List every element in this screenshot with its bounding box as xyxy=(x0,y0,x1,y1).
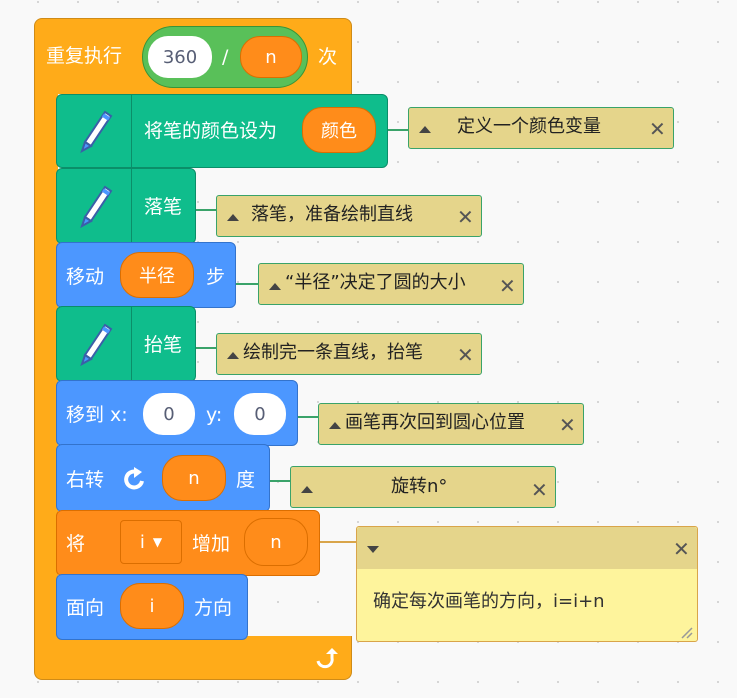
comment-text: 旋转n° xyxy=(391,476,448,497)
turn-n-reporter[interactable]: n xyxy=(162,455,226,501)
division-sign: / xyxy=(222,46,229,68)
variable-name: i xyxy=(139,531,145,553)
point-suffix: 方向 xyxy=(194,597,233,619)
close-icon[interactable]: ✕ xyxy=(559,413,576,437)
comment-pen-down[interactable]: 落笔，准备绘制直线 ✕ xyxy=(216,195,482,237)
comment-connector xyxy=(196,209,216,211)
close-icon[interactable]: ✕ xyxy=(673,537,690,561)
rotate-right-icon xyxy=(120,465,150,495)
comment-radius[interactable]: “半径”决定了圆的大小 ✕ xyxy=(258,263,524,305)
goto-label: 移到 x: xyxy=(66,404,128,426)
direction-i-reporter[interactable]: i xyxy=(120,583,184,629)
comment-text: 绘制完一条直线，抬笔 xyxy=(243,342,423,363)
comment-connector xyxy=(196,347,216,349)
turn-suffix: 度 xyxy=(236,469,256,491)
chevron-down-icon: ▼ xyxy=(152,535,163,549)
close-icon[interactable]: ✕ xyxy=(457,205,474,229)
comment-text: 确定每次画笔的方向，i=i+n xyxy=(373,591,605,612)
change-label: 将 xyxy=(66,533,86,555)
pen-down-label: 落笔 xyxy=(144,196,183,218)
collapse-triangle-icon[interactable] xyxy=(419,126,431,133)
comment-text: 画笔再次回到圆心位置 xyxy=(345,412,525,433)
repeat-value1-input[interactable]: 360 xyxy=(148,36,212,78)
pen-up-label: 抬笔 xyxy=(144,334,183,356)
repeat-n-reporter[interactable]: n xyxy=(240,36,302,78)
color-variable-reporter[interactable]: 颜色 xyxy=(302,107,376,153)
y-input[interactable]: 0 xyxy=(234,393,286,435)
point-label: 面向 xyxy=(66,597,105,619)
comment-connector xyxy=(320,541,356,543)
close-icon[interactable]: ✕ xyxy=(649,117,666,141)
loop-arrow-icon xyxy=(312,645,338,671)
radius-variable-reporter[interactable]: 半径 xyxy=(120,252,194,298)
collapse-triangle-icon[interactable] xyxy=(227,214,239,221)
move-suffix: 步 xyxy=(206,266,226,288)
repeat-suffix: 次 xyxy=(318,46,338,68)
close-icon[interactable]: ✕ xyxy=(499,274,516,298)
collapse-triangle-icon[interactable] xyxy=(227,352,239,359)
resize-handle-icon[interactable] xyxy=(679,623,693,639)
set-pen-color-block[interactable] xyxy=(56,94,388,168)
pen-icon xyxy=(73,104,115,158)
comment-text: 定义一个颜色变量 xyxy=(457,116,601,137)
comment-goto-center[interactable]: 画笔再次回到圆心位置 ✕ xyxy=(318,403,584,445)
comment-pen-up[interactable]: 绘制完一条直线，抬笔 ✕ xyxy=(216,333,482,375)
move-label: 移动 xyxy=(66,266,105,288)
comment-connector xyxy=(270,480,290,482)
repeat-block-arm xyxy=(34,90,58,640)
comment-define-color[interactable]: 定义一个颜色变量 ✕ xyxy=(408,107,674,149)
comment-turn[interactable]: 旋转n° ✕ xyxy=(290,466,556,508)
comment-top-bar[interactable] xyxy=(357,527,697,569)
change-action-label: 增加 xyxy=(192,533,231,555)
collapse-triangle-icon[interactable] xyxy=(329,422,341,429)
close-icon[interactable]: ✕ xyxy=(531,478,548,502)
variable-dropdown[interactable]: i ▼ xyxy=(120,520,182,564)
comment-connector xyxy=(298,416,318,418)
pen-icon xyxy=(73,179,115,233)
collapse-triangle-icon[interactable] xyxy=(269,283,281,290)
turn-label: 右转 xyxy=(66,469,105,491)
change-n-reporter[interactable]: n xyxy=(244,518,308,566)
repeat-label: 重复执行 xyxy=(46,45,123,67)
set-pen-color-label: 将笔的颜色设为 xyxy=(144,120,278,142)
comment-text: “半径”决定了圆的大小 xyxy=(285,272,466,293)
repeat-block-bottom[interactable] xyxy=(34,636,352,680)
comment-direction-expanded[interactable]: ✕ 确定每次画笔的方向，i=i+n xyxy=(356,526,698,642)
comment-text: 落笔，准备绘制直线 xyxy=(251,204,413,225)
comment-connector xyxy=(236,283,258,285)
pen-icon xyxy=(73,317,115,371)
goto-y-label: y: xyxy=(206,404,223,426)
collapse-triangle-icon[interactable] xyxy=(301,486,313,493)
close-icon[interactable]: ✕ xyxy=(457,343,474,367)
comment-connector xyxy=(388,129,408,131)
collapse-triangle-icon[interactable] xyxy=(367,546,379,553)
x-input[interactable]: 0 xyxy=(143,393,195,435)
pen-up-block[interactable] xyxy=(56,306,196,382)
